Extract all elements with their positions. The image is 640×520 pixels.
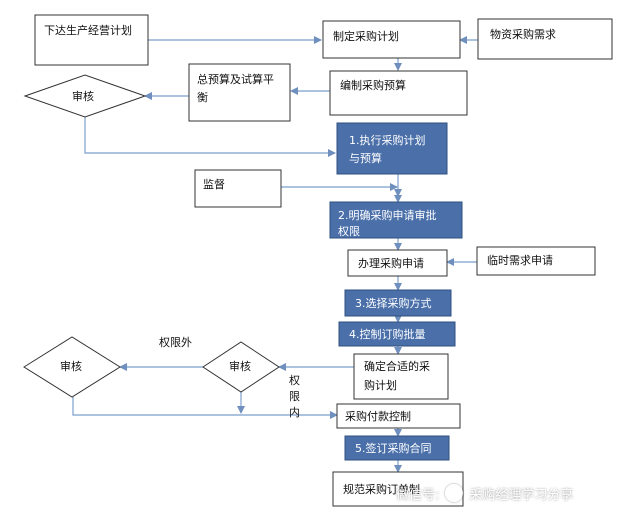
box-total-budget-line1: 总预算及试算平: [197, 72, 274, 86]
label-in-limit-3: 内: [289, 405, 300, 419]
box-compile-budget-label: 编制采购预算: [340, 78, 406, 92]
diamond-review-left-label: 审核: [60, 359, 82, 373]
step2-box: 2.明确采购申请审批 权限: [329, 201, 463, 239]
label-in-limit-1: 权: [289, 374, 300, 387]
watermark: 微信号: 采购经理学习分享: [396, 480, 632, 506]
diamond-review-top-label: 审核: [72, 89, 94, 103]
box-make-purchase-plan-label: 制定采购计划: [333, 29, 399, 43]
arrow-review-left-to-payment: [72, 397, 338, 419]
label-out-of-limit: 权限外: [159, 336, 192, 349]
step5-label: 5.签订采购合同: [355, 441, 432, 455]
box-regulate-label: 规范采购订单制: [343, 482, 420, 496]
box-plan-production-label: 下达生产经营计划: [44, 23, 132, 37]
watermark-name: 采购经理学习分享: [469, 487, 574, 503]
watermark-prefix: 微信号:: [396, 487, 440, 503]
step4-label: 4.控制订购批量: [349, 327, 426, 341]
step3-box: 3.选择采购方式: [344, 289, 452, 317]
diamond-review-left: 审核: [23, 336, 121, 398]
wechat-icon: [445, 484, 464, 502]
box-total-budget: 总预算及试算平 衡: [188, 63, 291, 122]
box-temp-demand: 临时需求申请: [476, 246, 596, 276]
step4-box: 4.控制订购批量: [338, 321, 456, 347]
box-confirm-plan: 确定合适的采 购计划: [353, 353, 449, 400]
box-total-budget-line2: 衡: [197, 91, 208, 104]
box-material-demand: 物资采购需求: [477, 18, 613, 60]
box-confirm-plan-line2: 购计划: [364, 378, 397, 392]
box-supervise: 监督: [194, 169, 282, 208]
step1-line1: 1.执行采购计划: [349, 133, 426, 147]
box-handle-application-label: 办理采购申请: [358, 256, 424, 270]
box-supervise-label: 监督: [203, 177, 225, 191]
box-compile-budget: 编制采购预算: [329, 70, 468, 116]
step2-line2: 权限: [338, 225, 360, 238]
box-payment-control: 采购付款控制: [336, 403, 461, 429]
box-make-purchase-plan: 制定采购计划: [322, 20, 461, 59]
label-in-limit-2: 限: [289, 390, 300, 403]
box-regulate: 规范采购订单制: [332, 471, 464, 507]
diamond-review-mid-label: 审核: [229, 359, 251, 373]
diamond-review-mid: 审核: [202, 341, 280, 393]
box-plan-production: 下达生产经营计划: [34, 14, 149, 66]
step2-line1: 2.明确采购申请审批: [338, 208, 437, 222]
step1-line2: 与预算: [349, 151, 382, 165]
box-confirm-plan-line1: 确定合适的采: [364, 359, 430, 373]
step1-box: 1.执行采购计划 与预算: [336, 122, 448, 175]
box-material-demand-label: 物资采购需求: [490, 27, 556, 41]
step3-label: 3.选择采购方式: [355, 296, 432, 310]
arrow-review-to-step1: [84, 117, 336, 157]
box-payment-control-label: 采购付款控制: [345, 409, 411, 423]
box-handle-application: 办理采购申请: [347, 249, 448, 277]
diamond-review-top: 审核: [23, 74, 147, 118]
connectors: [72, 36, 478, 473]
step5-box: 5.签订采购合同: [344, 435, 450, 461]
box-temp-demand-label: 临时需求申请: [487, 253, 553, 267]
